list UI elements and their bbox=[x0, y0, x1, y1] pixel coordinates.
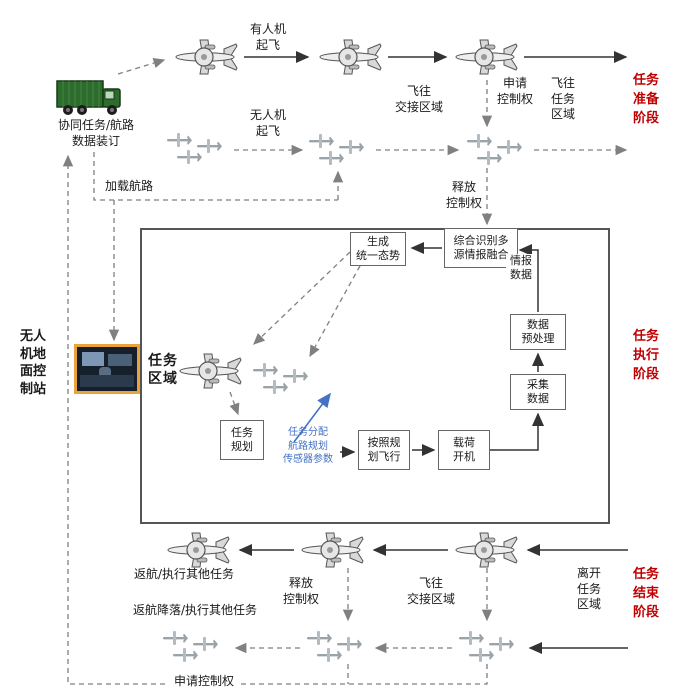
label-mission-area: 任务 区域 bbox=[148, 353, 178, 388]
label-apply-control-top: 申请 控制权 bbox=[496, 76, 533, 106]
label-truck-caption: 协同任务/航路 数据装订 bbox=[44, 118, 148, 150]
uav-group-icon bbox=[167, 133, 222, 164]
uav-group-icon bbox=[467, 134, 522, 165]
label-load-route: 加载航路 bbox=[98, 179, 160, 195]
node-preprocess: 数据 预处理 bbox=[510, 314, 566, 350]
label-fly-to-mission: 飞往 任务 区域 bbox=[550, 76, 575, 122]
uav-group-icon bbox=[253, 363, 308, 394]
uav-group-icon bbox=[307, 631, 362, 662]
label-manned-takeoff: 有人机 起飞 bbox=[249, 22, 286, 52]
uav-group-icon bbox=[309, 134, 364, 165]
label-return-land-or-other: 返航降落/执行其他任务 bbox=[132, 603, 258, 617]
label-fly-to-handover-top: 飞往 交接区域 bbox=[394, 84, 443, 114]
label-phase-execution: 任务 执行 阶段 bbox=[632, 329, 659, 382]
uav-group-icon bbox=[163, 631, 218, 662]
label-uav-takeoff: 无人机 起飞 bbox=[249, 108, 286, 138]
manned-aircraft-icon bbox=[455, 39, 518, 75]
node-mission-planning: 任务 规划 bbox=[220, 420, 264, 460]
manned-aircraft-icon bbox=[455, 532, 518, 568]
node-generate-situation: 生成 统一态势 bbox=[350, 232, 406, 266]
manned-aircraft-icon bbox=[175, 39, 238, 75]
label-fly-to-handover-bottom: 飞往 交接区域 bbox=[406, 576, 455, 606]
manned-aircraft-icon bbox=[179, 353, 242, 389]
manned-aircraft-icon bbox=[319, 39, 382, 75]
manned-aircraft-icon bbox=[167, 532, 230, 568]
label-release-control-top: 释放 控制权 bbox=[445, 180, 482, 210]
label-apply-control-bottom: 申请控制权 bbox=[168, 674, 240, 690]
manned-aircraft-icon bbox=[301, 532, 364, 568]
label-phase-finish: 任务 结束 阶段 bbox=[632, 567, 659, 620]
gcs-console bbox=[80, 375, 134, 387]
node-payload-on: 载荷 开机 bbox=[438, 430, 490, 470]
truck-icon bbox=[56, 80, 121, 116]
label-ground-control-station: 无人 机地 面控 制站 bbox=[19, 329, 46, 397]
gcs-screen bbox=[82, 352, 104, 366]
mission-area-frame bbox=[140, 228, 610, 524]
uav-group-icon bbox=[459, 631, 514, 662]
node-fusion: 综合识别多 源情报融合 bbox=[444, 228, 518, 268]
label-return-or-other: 返航/执行其他任务 bbox=[133, 567, 235, 581]
label-leave-mission: 离开 任务 区域 bbox=[576, 566, 601, 612]
gcs-screen bbox=[108, 354, 132, 366]
label-allocation-uplink: 任务分配 航路规划 传感器参数 bbox=[283, 427, 333, 465]
label-release-control-bottom: 释放 控制权 bbox=[282, 576, 319, 606]
node-fly-per-plan: 按照规 划飞行 bbox=[358, 430, 410, 470]
node-collect-data: 采集 数据 bbox=[510, 374, 566, 410]
label-intel-data: 情报 数据 bbox=[506, 254, 536, 283]
label-phase-preparation: 任务 准备 阶段 bbox=[632, 73, 659, 126]
ground-control-station-image bbox=[74, 344, 140, 394]
